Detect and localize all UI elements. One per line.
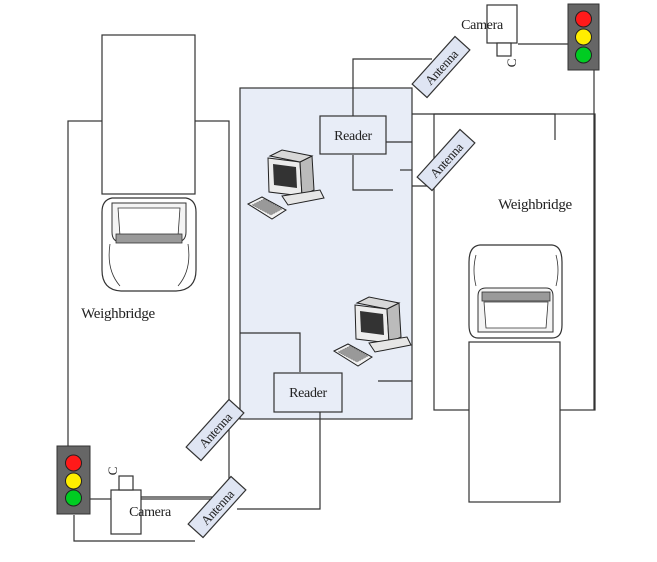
computer-bottom-icon [332, 296, 412, 367]
camera-top-label: Camera [461, 18, 504, 33]
wire-reader-top-right [412, 113, 556, 140]
truck-left-icon [101, 34, 197, 292]
wire-reader-down [352, 155, 393, 191]
antenna-top: Antenna [411, 35, 471, 99]
reader-top: Reader [319, 115, 387, 155]
computer-top-icon [246, 149, 325, 220]
wire-top-reader-to-antenna [352, 58, 432, 120]
traffic-light-bottom-icon [56, 445, 91, 515]
wire-bottom-reader [237, 412, 321, 510]
camera-bottom-label: Camera [129, 505, 172, 520]
weighbridge-right-label: Weighbridge [498, 197, 572, 213]
camera-top-c: C [504, 59, 519, 67]
antenna-bottom-left: Antenna [185, 398, 245, 462]
traffic-light-top-icon [567, 3, 600, 71]
reader-top-label: Reader [334, 129, 372, 144]
wire-control-mid [240, 332, 301, 372]
antenna-right: Antenna [416, 128, 476, 192]
wire-light-bottom [73, 515, 195, 542]
camera-bottom-c: C [105, 467, 120, 475]
antenna-bottom: Antenna [187, 475, 247, 539]
truck-right-icon [468, 244, 563, 503]
camera-bottom-icon: Camera C [105, 467, 172, 535]
reader-bottom: Reader [273, 372, 343, 413]
weighbridge-left-label: Weighbridge [81, 306, 155, 322]
reader-bottom-label: Reader [289, 386, 327, 401]
camera-top-icon: Camera C [461, 4, 519, 67]
